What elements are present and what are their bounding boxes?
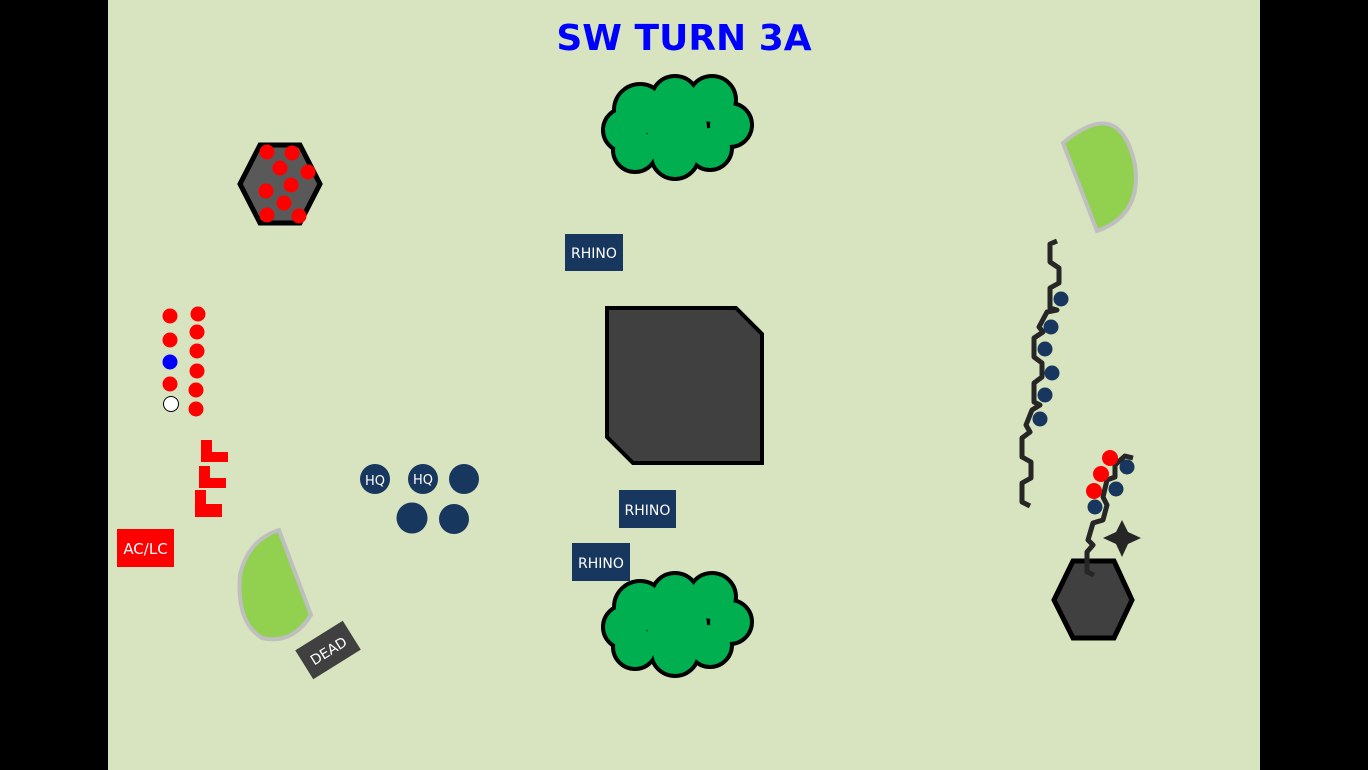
woods-bottom — [601, 571, 754, 678]
wall-line-right — [1019, 238, 1062, 509]
red-model[interactable] — [189, 343, 205, 359]
rhino-vehicle-3[interactable]: RHINO — [572, 543, 630, 581]
red-model[interactable] — [190, 306, 206, 322]
red-model[interactable] — [189, 363, 205, 379]
red-model[interactable] — [1102, 450, 1118, 466]
navy-model[interactable] — [396, 502, 428, 534]
navy-model[interactable] — [1037, 341, 1053, 357]
cross-marker-icon — [1103, 520, 1141, 557]
hq-model[interactable] — [360, 464, 390, 494]
rhino-label: RHINO — [578, 556, 624, 572]
red-model[interactable] — [162, 308, 178, 324]
red-l-marker[interactable] — [199, 466, 226, 488]
aclc-unit[interactable]: AC/LC — [117, 529, 174, 567]
red-model[interactable] — [259, 207, 275, 223]
red-squad-in-hex — [258, 144, 316, 224]
hq-label: HQ — [413, 473, 433, 488]
navy-model[interactable] — [1087, 499, 1103, 515]
navy-model[interactable] — [439, 504, 469, 534]
wall-line-bottom-right — [1084, 453, 1134, 578]
rhino-label: RHINO — [625, 503, 671, 519]
red-model[interactable] — [162, 332, 178, 348]
blue-model[interactable] — [162, 354, 178, 370]
red-model[interactable] — [291, 208, 307, 224]
red-model[interactable] — [1086, 483, 1102, 499]
red-model[interactable] — [276, 195, 292, 211]
navy-squad-right-wall — [1032, 291, 1069, 427]
central-building — [605, 306, 764, 465]
rhino-vehicle-1[interactable]: RHINO — [565, 234, 623, 271]
hill-top-right — [1060, 121, 1138, 234]
hq-model[interactable] — [408, 464, 438, 494]
navy-model[interactable] — [1044, 365, 1060, 381]
rhino-vehicle-2[interactable]: RHINO — [619, 490, 676, 528]
aclc-label: AC/LC — [123, 540, 167, 558]
red-model[interactable] — [162, 376, 178, 392]
red-model[interactable] — [188, 382, 204, 398]
red-l-markers — [195, 440, 228, 517]
red-model[interactable] — [1093, 466, 1109, 482]
rhino-label: RHINO — [571, 246, 617, 262]
red-squad-left-column — [162, 308, 179, 412]
red-model[interactable] — [272, 160, 288, 176]
melee-bottom-right — [1086, 450, 1135, 515]
navy-model[interactable] — [1043, 319, 1059, 335]
red-model[interactable] — [189, 324, 205, 340]
red-l-marker[interactable] — [195, 490, 222, 517]
red-model[interactable] — [188, 401, 204, 417]
hq-label: HQ — [365, 474, 385, 489]
navy-model[interactable] — [1053, 291, 1069, 307]
red-l-marker[interactable] — [201, 440, 228, 462]
navy-model[interactable] — [1037, 387, 1053, 403]
hex-terrain-top-left — [237, 142, 323, 226]
navy-model[interactable] — [1119, 459, 1135, 475]
navy-model[interactable] — [449, 464, 479, 494]
red-model[interactable] — [258, 183, 274, 199]
white-model[interactable] — [163, 396, 179, 412]
navy-hq-squad — [360, 464, 479, 534]
hill-bottom-left — [237, 527, 314, 642]
turn-title: SW TURN 3A — [556, 18, 811, 59]
navy-model[interactable] — [1032, 411, 1048, 427]
red-squad-right-column — [188, 306, 206, 417]
red-model[interactable] — [259, 144, 275, 160]
red-model[interactable] — [283, 177, 299, 193]
navy-model[interactable] — [1108, 481, 1124, 497]
red-model[interactable] — [300, 164, 316, 180]
hex-terrain-bottom-right — [1051, 558, 1135, 641]
red-model[interactable] — [284, 145, 300, 161]
woods-top — [601, 74, 754, 181]
